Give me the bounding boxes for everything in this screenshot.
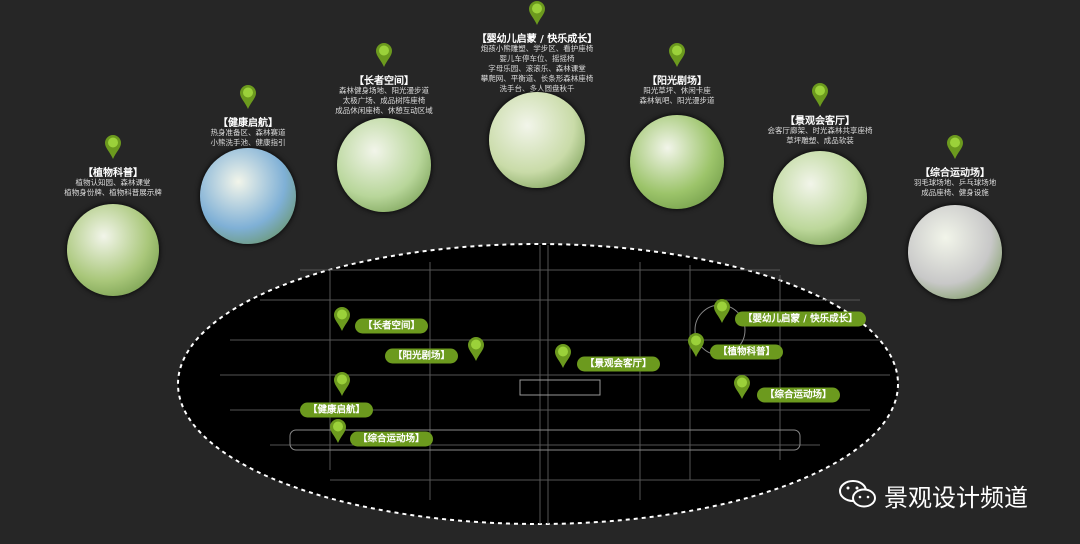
node-description: 羽毛球场地、乒乓球场地 bbox=[913, 178, 997, 187]
node-title: 【景观会客厅】 bbox=[785, 116, 855, 127]
map-location-label: 【阳光剧场】 bbox=[385, 348, 459, 364]
node-description: 小熊洗手池、健康指引 bbox=[210, 138, 286, 147]
map-pin-icon bbox=[733, 374, 751, 400]
watermark-text: 景观设计频道 bbox=[884, 484, 1028, 512]
node-description: 成品休闲座椅、休憩互动区域 bbox=[335, 106, 433, 115]
map-location-label: 【植物科普】 bbox=[710, 344, 784, 360]
node-description: 植物身份牌、植物科普展示牌 bbox=[64, 188, 162, 197]
node-title: 【植物科普】 bbox=[83, 168, 143, 179]
map-pin-icon bbox=[713, 298, 731, 324]
map-location-label: 【婴幼儿启蒙 / 快乐成长】 bbox=[735, 311, 866, 327]
scene-illustration bbox=[908, 205, 1002, 299]
node-description: 草坪雕塑、成品软装 bbox=[786, 136, 854, 145]
node-description: 植物认知园、森林课堂 bbox=[75, 178, 151, 187]
map-location-label: 【综合运动场】 bbox=[350, 431, 433, 447]
node-title: 【阳光剧场】 bbox=[647, 76, 707, 87]
scene-illustration bbox=[489, 92, 585, 188]
map-pin-icon bbox=[333, 306, 351, 332]
map-pin-icon bbox=[239, 84, 257, 110]
map-pin-icon bbox=[811, 82, 829, 108]
wechat-icon bbox=[838, 478, 878, 510]
map-pin-icon bbox=[467, 336, 485, 362]
map-pin-icon bbox=[946, 134, 964, 160]
site-boundary-ellipse bbox=[177, 243, 899, 525]
scene-illustration bbox=[630, 115, 724, 209]
node-title: 【长者空间】 bbox=[354, 76, 414, 87]
node-description: 攀爬网、平衡道、长条形森林座椅 bbox=[480, 74, 594, 83]
map-pin-icon bbox=[687, 332, 705, 358]
scene-illustration bbox=[773, 151, 867, 245]
node-title: 【婴幼儿启蒙 / 快乐成长】 bbox=[476, 34, 598, 45]
node-title: 【综合运动场】 bbox=[920, 168, 990, 179]
map-pin-icon bbox=[104, 134, 122, 160]
node-description: 婴儿车停车位、摇摇椅 bbox=[499, 54, 575, 63]
map-location-label: 【健康启航】 bbox=[300, 402, 374, 418]
map-pin-icon bbox=[554, 343, 572, 369]
node-description: 森林健身场地、阳光漫步道 bbox=[339, 86, 429, 95]
scene-illustration bbox=[200, 148, 296, 244]
node-description: 会客厅廊架、时光森林共享座椅 bbox=[767, 126, 873, 135]
node-description: 炮孩小熊雕塑、学步区、看护座椅 bbox=[480, 44, 594, 53]
map-location-label: 【综合运动场】 bbox=[757, 387, 840, 403]
node-description: 阳光草坪、休闲卡座 bbox=[643, 86, 711, 95]
map-location-label: 【景观会客厅】 bbox=[577, 356, 660, 372]
map-pin-icon bbox=[375, 42, 393, 68]
node-description: 太极广场、成品树阵座椅 bbox=[342, 96, 426, 105]
node-description: 洗手台、多人圆盘秋千 bbox=[499, 84, 575, 93]
node-description: 热身准备区、森林赛道 bbox=[210, 128, 286, 137]
scene-illustration bbox=[337, 118, 431, 212]
node-description: 森林氧吧、阳光漫步道 bbox=[639, 96, 715, 105]
node-title: 【健康启航】 bbox=[218, 118, 278, 129]
map-location-label: 【长者空间】 bbox=[355, 318, 429, 334]
scene-illustration bbox=[67, 204, 159, 296]
map-pin-icon bbox=[333, 371, 351, 397]
map-pin-icon bbox=[329, 418, 347, 444]
map-pin-icon bbox=[668, 42, 686, 68]
node-description: 成品座椅、健身设施 bbox=[921, 188, 989, 197]
map-pin-icon bbox=[528, 0, 546, 26]
plan-linework bbox=[220, 245, 890, 524]
node-description: 字母乐园、滚滚乐、森林课堂 bbox=[488, 64, 586, 73]
